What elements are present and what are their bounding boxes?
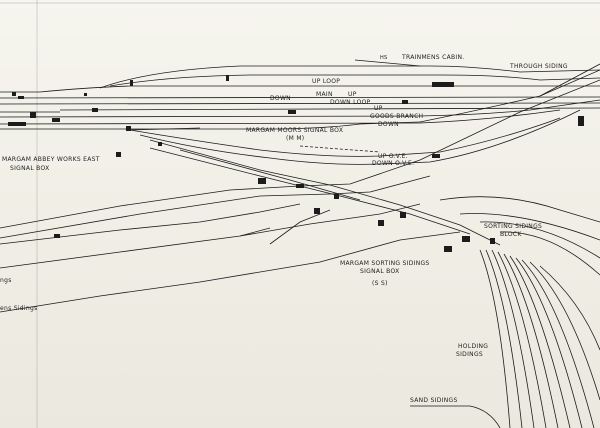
signal-symbol bbox=[432, 154, 440, 158]
label-goods-down: Down bbox=[378, 121, 399, 128]
track-right-curve-2 bbox=[459, 213, 600, 241]
label-margam-moors: Margam Moors Signal Box bbox=[246, 127, 344, 134]
track-left-2 bbox=[129, 127, 201, 131]
label-margam-abbey: Margam Abbey Works East bbox=[2, 156, 100, 163]
paper-fold bbox=[0, 2, 600, 4]
signal-symbol bbox=[258, 178, 266, 184]
label-goods-branch: Goods Branch bbox=[370, 113, 424, 120]
label-ens-sidings: ens Sidings bbox=[0, 305, 38, 312]
track-cross-5 bbox=[0, 175, 431, 239]
signal-symbol bbox=[54, 234, 60, 238]
track-cross-3 bbox=[179, 149, 361, 201]
signal-symbol bbox=[12, 92, 16, 96]
signal-symbol bbox=[52, 118, 60, 122]
signal-symbol bbox=[130, 80, 133, 86]
label-sorting-signal-box: Signal Box bbox=[360, 268, 400, 275]
label-hs: HS bbox=[380, 55, 388, 61]
label-holding-sidings: Sidings bbox=[456, 351, 484, 358]
track-fan-6 bbox=[509, 255, 571, 428]
track-down-main bbox=[0, 96, 600, 99]
track-cross-1 bbox=[149, 139, 501, 246]
track-sand-sidings bbox=[410, 405, 501, 428]
signal-symbol bbox=[116, 152, 121, 157]
track-right-curve-1 bbox=[439, 196, 600, 223]
label-down: Down bbox=[270, 95, 291, 102]
track-fan-3 bbox=[491, 249, 535, 428]
track-through-siding bbox=[99, 65, 600, 89]
track-up-loop bbox=[0, 85, 600, 93]
track-fan-4 bbox=[497, 251, 547, 428]
label-sorting-sidings-block: Sorting Sidings bbox=[484, 223, 543, 230]
track-goods-lower bbox=[0, 121, 421, 130]
paper-fold bbox=[36, 0, 38, 428]
track-down-loop bbox=[59, 107, 600, 111]
track-cross-6 bbox=[0, 203, 301, 245]
track-diagonal-right-2 bbox=[539, 63, 600, 97]
signal-symbol bbox=[288, 110, 296, 114]
track-fan-2 bbox=[485, 249, 523, 428]
label-up-ove: Up O.V.E. bbox=[378, 153, 408, 160]
label-up: Up bbox=[348, 91, 357, 98]
signal-symbol bbox=[158, 142, 162, 146]
signal-symbol bbox=[296, 184, 304, 188]
label-trainmens-cabin: Trainmens Cabin. bbox=[402, 54, 465, 61]
track-cross-2 bbox=[149, 147, 471, 235]
signal-symbol bbox=[334, 194, 339, 199]
track-goods-down bbox=[0, 109, 561, 125]
track-goods-up bbox=[0, 99, 600, 118]
label-down-loop: Down Loop bbox=[330, 99, 371, 106]
signal-symbol bbox=[444, 246, 452, 252]
signal-symbol bbox=[126, 126, 131, 131]
label-down-ove: Down O.V.E. bbox=[372, 160, 415, 167]
track-right-curve-4 bbox=[499, 231, 600, 276]
signal-symbol bbox=[378, 220, 384, 226]
track-diagonal-right bbox=[419, 69, 600, 123]
label-up-loop: Up Loop bbox=[312, 78, 341, 85]
track-spur bbox=[269, 209, 331, 245]
signal-symbol bbox=[432, 82, 454, 87]
signal-symbol bbox=[226, 75, 229, 81]
signal-symbol bbox=[84, 93, 87, 96]
track-fan-7 bbox=[515, 257, 583, 428]
label-holding: Holding bbox=[458, 343, 489, 350]
signal-symbol bbox=[92, 108, 98, 112]
signal-symbol bbox=[8, 122, 26, 126]
track-main bbox=[0, 102, 600, 105]
track-down-ove bbox=[139, 109, 581, 165]
signal-symbol bbox=[578, 116, 584, 126]
track-up-loop-upper bbox=[109, 74, 600, 87]
track-fan-9 bbox=[529, 261, 600, 401]
track-spur-2 bbox=[239, 227, 271, 237]
signal-symbol bbox=[30, 112, 36, 118]
label-ss: (S S) bbox=[372, 280, 388, 287]
signal-symbol bbox=[490, 238, 495, 244]
signal-symbol bbox=[18, 96, 24, 99]
track-fan-5 bbox=[503, 253, 559, 428]
track-fan-8 bbox=[521, 259, 595, 428]
label-abbey-signal-box: Signal Box bbox=[10, 165, 50, 172]
label-goods-up: Up bbox=[374, 105, 383, 112]
label-sand-sidings: Sand Sidings bbox=[410, 397, 458, 404]
label-margam-sorting: Margam Sorting Sidings bbox=[340, 260, 430, 267]
label-block: Block bbox=[500, 231, 522, 238]
track-fan-1 bbox=[479, 249, 511, 428]
signal-symbol bbox=[314, 208, 320, 214]
track-long-bottom bbox=[0, 231, 461, 313]
signal-symbol bbox=[402, 100, 408, 104]
signal-symbol bbox=[462, 236, 470, 242]
label-mm: (M M) bbox=[286, 135, 305, 142]
signal-symbol bbox=[400, 212, 406, 218]
track-fan-10 bbox=[539, 265, 600, 351]
track-up-ove bbox=[129, 117, 561, 157]
track-hs bbox=[354, 59, 421, 67]
track-cross-4 bbox=[0, 79, 600, 229]
track-ove-dashed bbox=[299, 145, 381, 153]
label-through-siding: Through Siding bbox=[510, 63, 568, 70]
track-right-curve-3 bbox=[479, 221, 600, 259]
label-main: Main bbox=[316, 91, 333, 98]
track-long-lower bbox=[0, 203, 421, 269]
label-ngs-left: ngs bbox=[0, 277, 12, 284]
